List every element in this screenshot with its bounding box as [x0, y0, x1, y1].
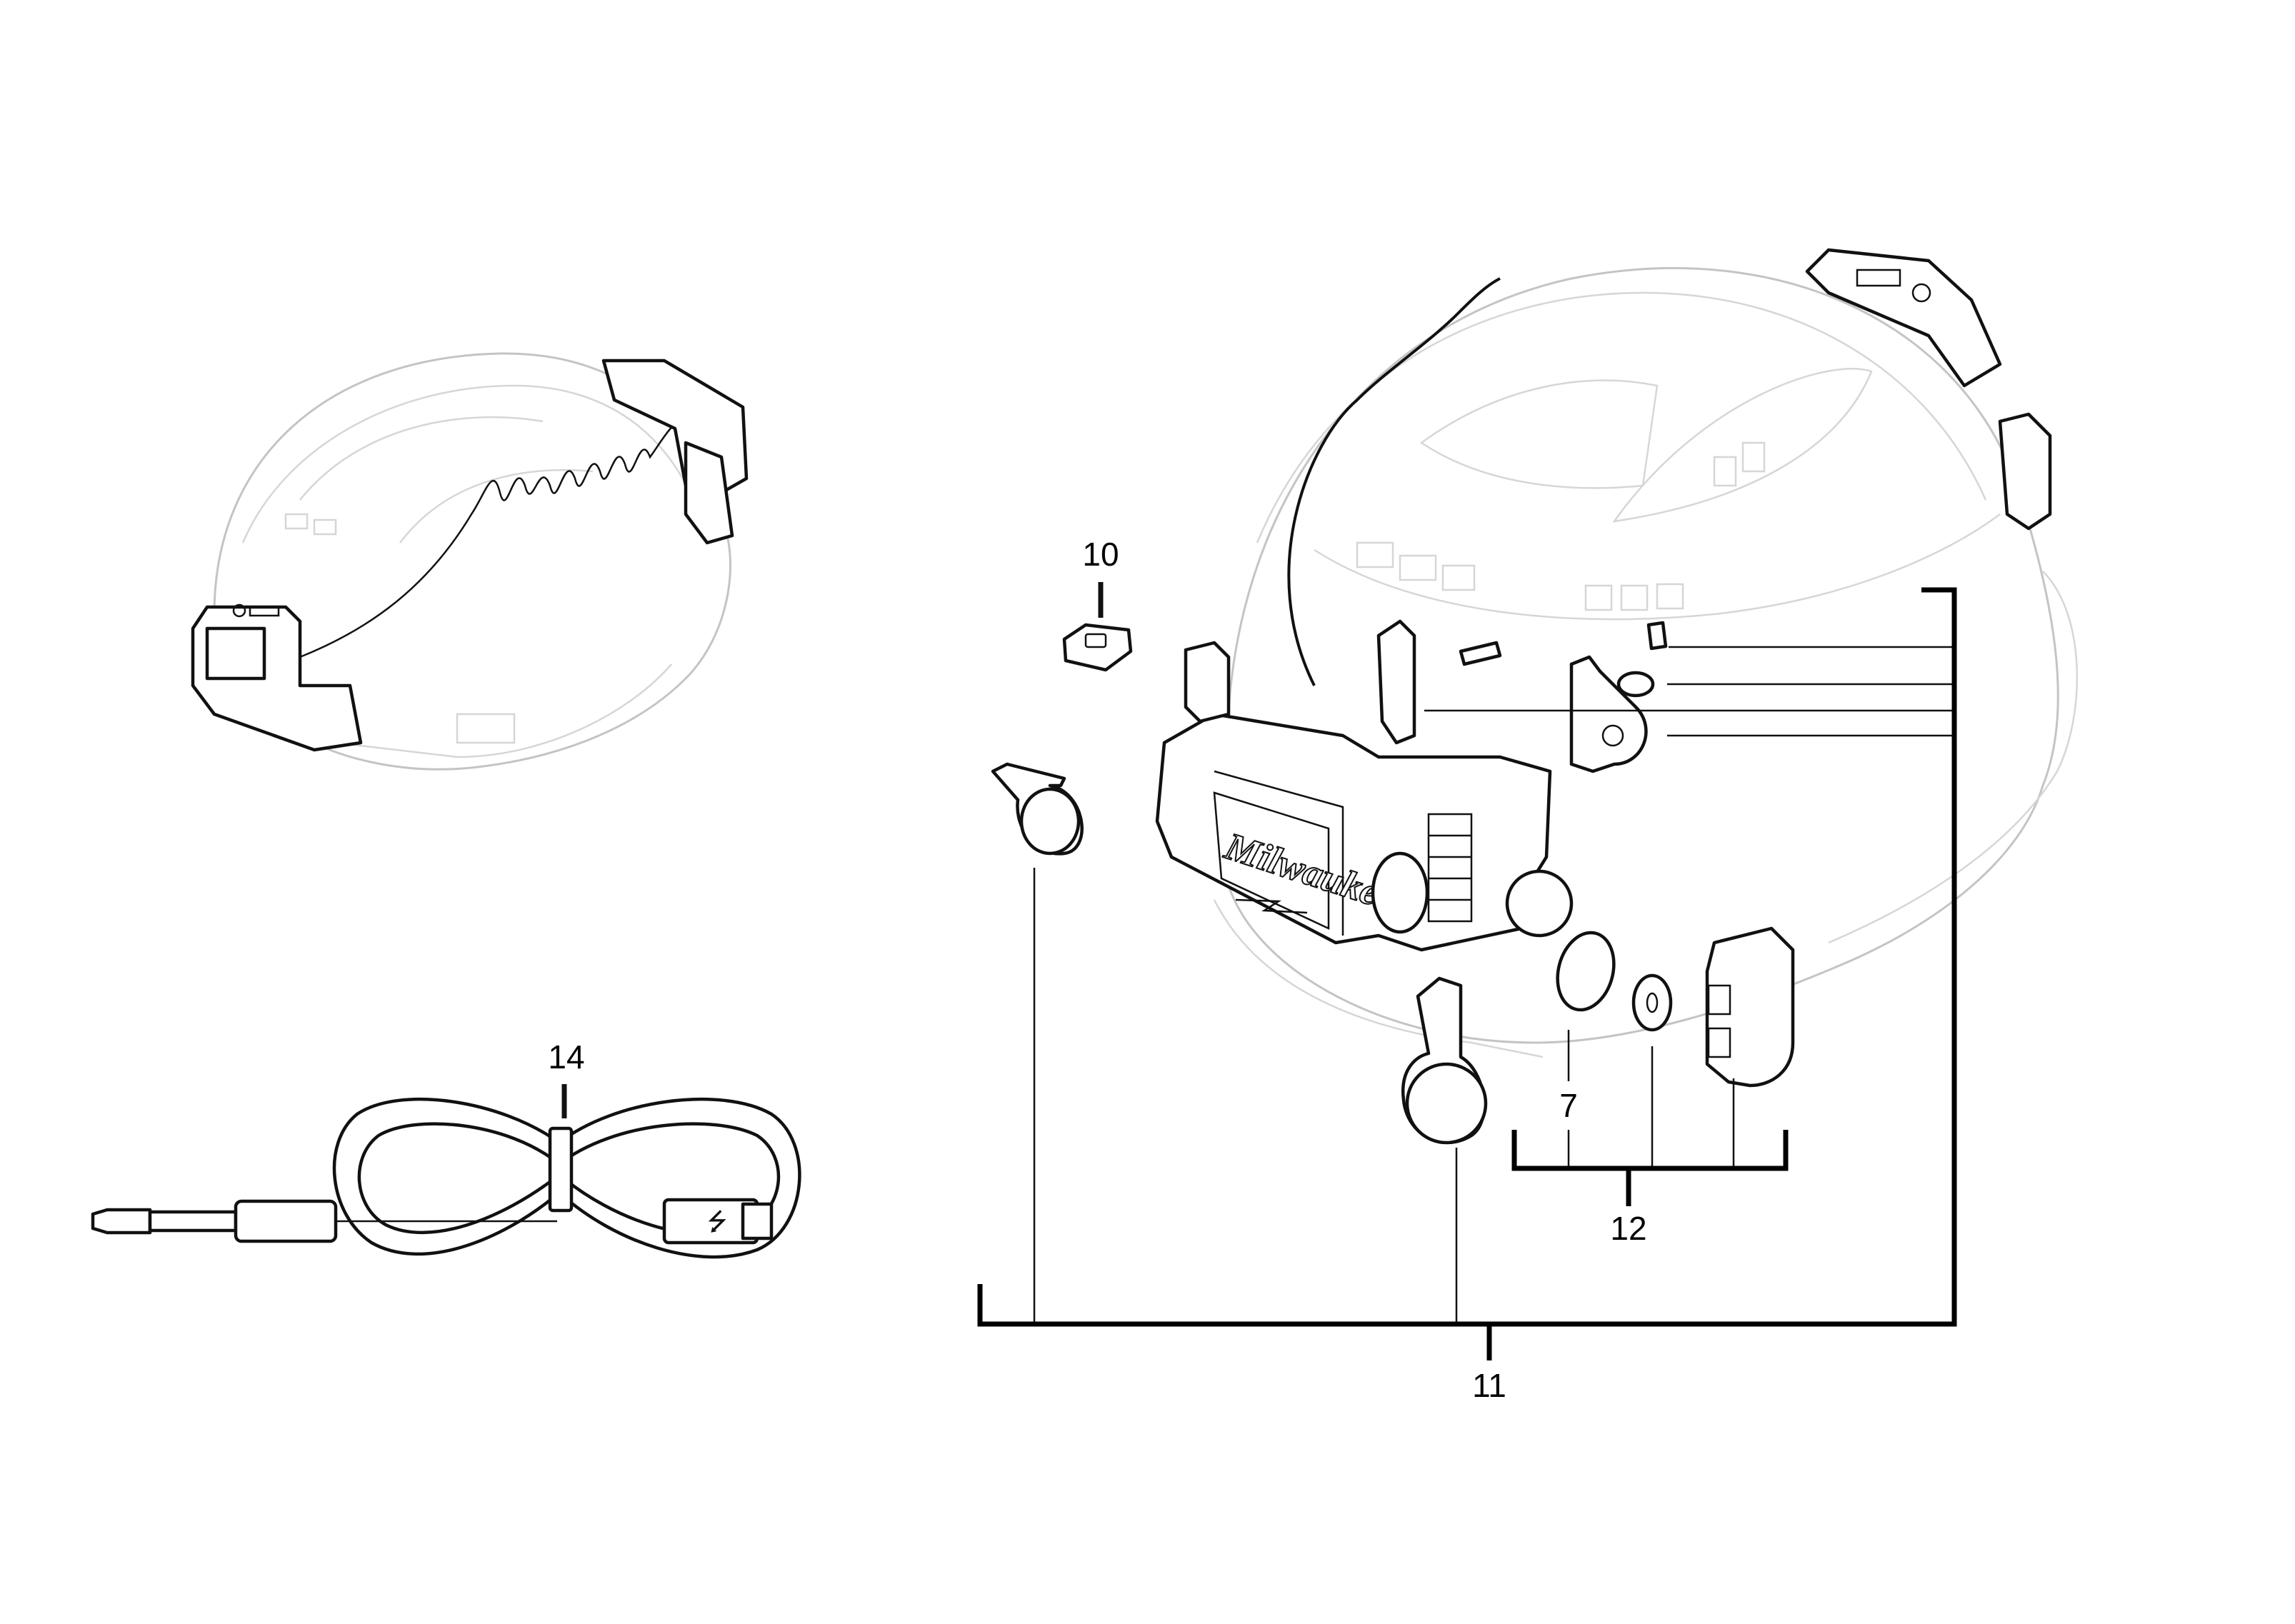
callout-10: 10 — [1082, 536, 1119, 573]
callout-11: 11 — [1472, 1367, 1506, 1404]
helmet-assembled-view — [191, 352, 749, 771]
bracket-11 — [977, 587, 1957, 1327]
callout-14: 14 — [548, 1038, 584, 1076]
part-7-lens — [1556, 931, 1616, 1012]
helmet-exploded-view: Milwaukee — [991, 248, 2079, 1145]
callout-12: 12 — [1610, 1210, 1646, 1247]
usb-icon: ⭍ — [707, 1208, 727, 1236]
part-10-cover-clip — [1062, 623, 1133, 672]
part-14-usb-cable: ⭍ — [91, 1097, 801, 1259]
callout-7: 7 — [1559, 1087, 1578, 1124]
bracket-12 — [1511, 1130, 1789, 1171]
